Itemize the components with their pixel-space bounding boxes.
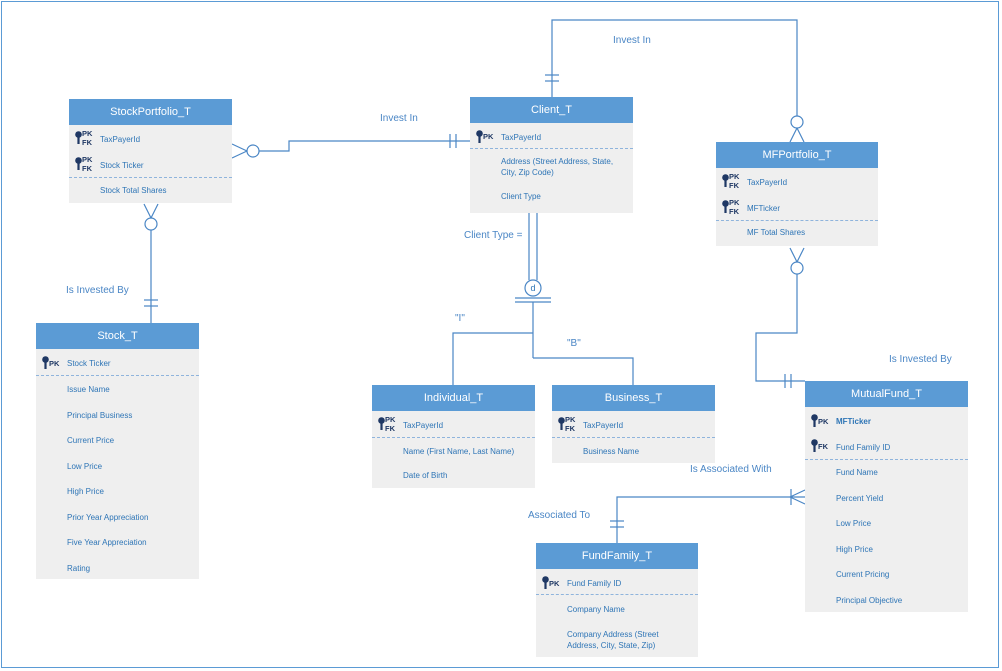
link-mfportfolio-mutualfund	[755, 274, 805, 382]
field-principal-business: Principal Business	[67, 410, 133, 420]
link-subtype-individual	[452, 332, 533, 385]
key-icon	[75, 157, 82, 170]
field-fund-family-id: PK Fund Family ID	[536, 569, 698, 595]
field-business-name: Business Name	[583, 447, 640, 456]
field-company-address: Company Address (Street Address, City, S…	[567, 630, 659, 650]
entity-title: Stock_T	[36, 323, 199, 349]
field-high-price: High Price	[836, 544, 873, 554]
field-current-pricing: Current Pricing	[836, 570, 890, 579]
disjoint-circle	[524, 279, 542, 297]
entity-title: Client_T	[470, 97, 633, 123]
field-mfticker: PK MFTicker	[805, 407, 968, 433]
field-taxpayerid: PK TaxPayerId	[470, 123, 633, 149]
field-high-price: High Price	[67, 487, 104, 496]
label-is-invested-by-left: Is Invested By	[66, 285, 129, 296]
entity-stock[interactable]: Stock_T PK Stock Ticker Issue Name Princ…	[36, 323, 199, 579]
entity-title: Individual_T	[372, 385, 535, 411]
key-icon	[75, 131, 82, 144]
key-icon	[378, 417, 385, 430]
entity-title: FundFamily_T	[536, 543, 698, 569]
entity-title: MutualFund_T	[805, 381, 968, 407]
disjoint-label: d	[530, 283, 535, 293]
field-low-price: Low Price	[67, 461, 103, 471]
field-rating: Rating	[67, 563, 91, 573]
field-company-name: Company Name	[567, 605, 625, 614]
field-date-of-birth: Date of Birth	[403, 471, 448, 480]
field-stock-total-shares: Stock Total Shares	[100, 186, 167, 195]
field-low-price: Low Price	[836, 519, 872, 528]
field-principal-objective: Principal Objective	[836, 595, 903, 605]
link-subtype-business	[533, 357, 634, 385]
label-invest-in-left: Invest In	[380, 113, 418, 124]
field-mf-total-shares: MF Total Shares	[747, 228, 806, 237]
field-name: Name (First Name, Last Name)	[403, 447, 515, 456]
field-percent-yield: Percent Yield	[836, 493, 884, 503]
link-stockportfolio-client	[259, 140, 470, 152]
field-five-year-appreciation: Five Year Appreciation	[67, 538, 147, 547]
entity-client[interactable]: Client_T PK TaxPayerId Address (Street A…	[470, 97, 633, 213]
field-fund-name: Fund Name	[836, 468, 878, 477]
label-is-associated-with: Is Associated With	[690, 464, 772, 475]
entity-title: MFPortfolio_T	[716, 142, 878, 168]
key-icon	[811, 439, 818, 452]
field-prior-year-appreciation: Prior Year Appreciation	[67, 512, 149, 522]
entity-fundfamily[interactable]: FundFamily_T PK Fund Family ID Company N…	[536, 543, 698, 657]
label-is-invested-by-right: Is Invested By	[889, 354, 952, 365]
label-client-type: Client Type =	[464, 230, 523, 241]
key-icon	[811, 414, 818, 427]
key-icon	[722, 174, 729, 187]
entity-title: StockPortfolio_T	[69, 99, 232, 125]
field-current-price: Current Price	[67, 436, 115, 445]
label-invest-in-top: Invest In	[613, 35, 651, 46]
field-fund-family-id: FK Fund Family ID	[805, 433, 968, 460]
field-address: Address (Street Address, State, City, Zi…	[501, 157, 614, 177]
entity-mutualfund[interactable]: MutualFund_T PK MFTicker FK Fund Family …	[805, 381, 968, 612]
link-client-mfportfolio	[551, 19, 798, 116]
key-icon	[722, 200, 729, 213]
key-icon	[542, 576, 549, 589]
label-individual-value: "I"	[455, 313, 465, 324]
label-associated-to: Associated To	[528, 510, 591, 521]
field-issue-name: Issue Name	[67, 385, 110, 394]
key-icon	[558, 417, 565, 430]
field-stock-ticker: PK Stock Ticker	[36, 349, 199, 376]
label-business-value: "B"	[567, 338, 581, 349]
key-icon	[42, 356, 49, 369]
entity-title: Business_T	[552, 385, 715, 411]
link-mutualfund-fundfamily	[616, 496, 805, 543]
key-icon	[476, 130, 483, 143]
field-client-type: Client Type	[501, 192, 541, 201]
